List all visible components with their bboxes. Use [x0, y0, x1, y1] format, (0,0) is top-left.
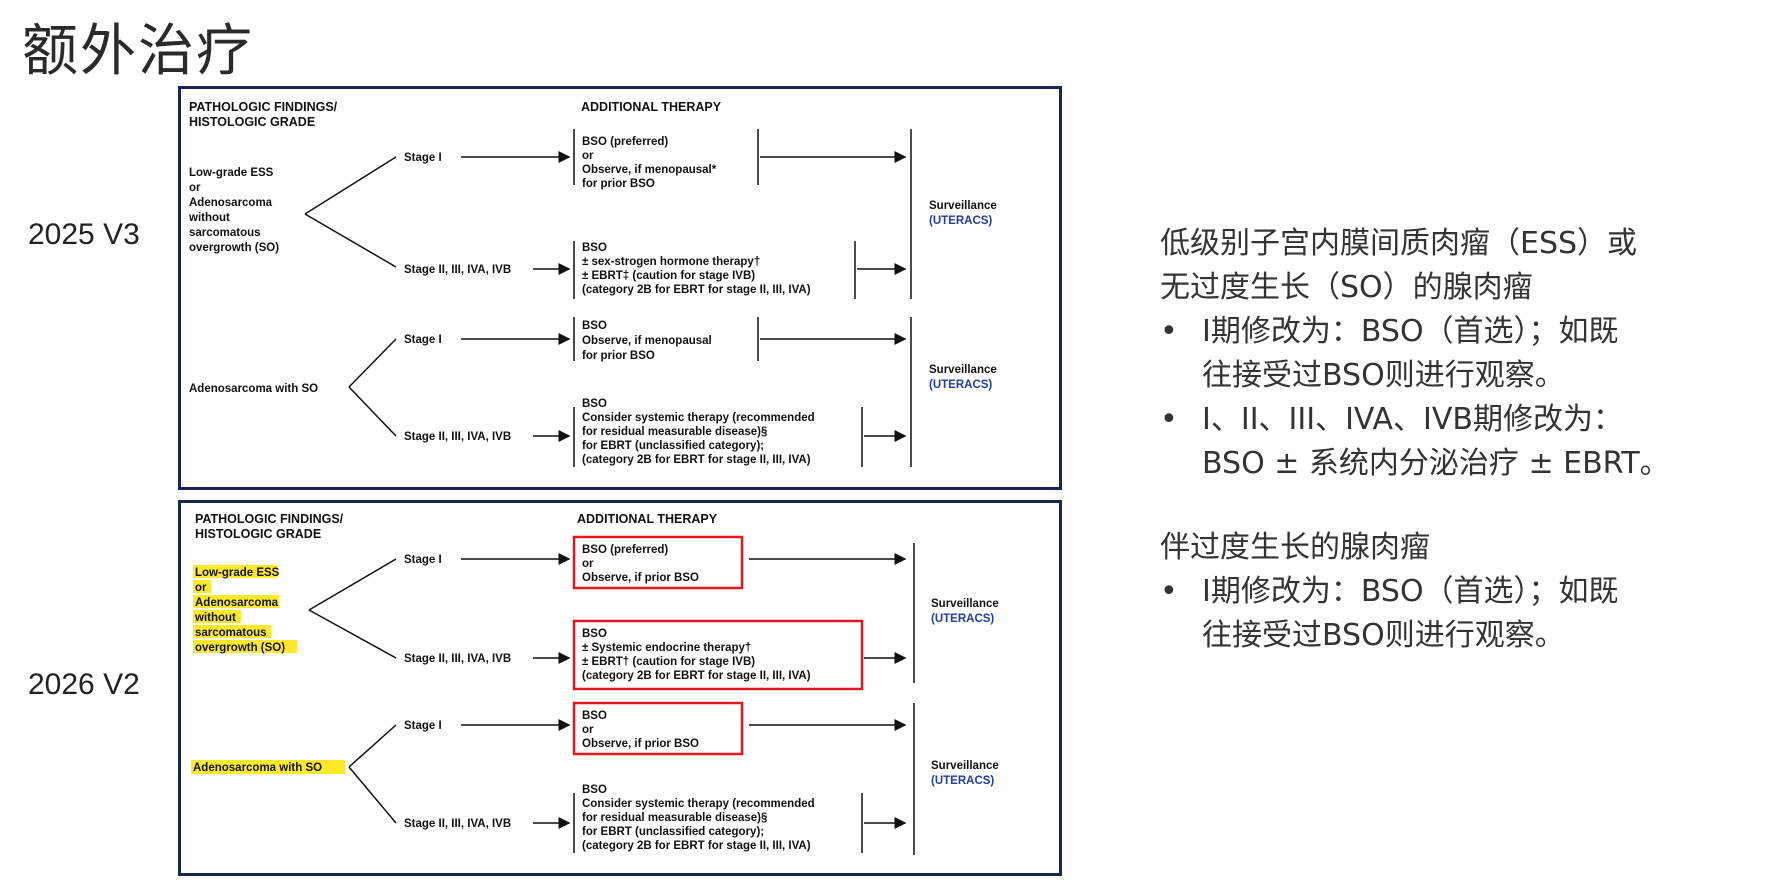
note-list-2: • I期修改为：BSO（首选）；如既 往接受过BSO则进行观察。 [1160, 570, 1760, 658]
svg-text:(category 2B for EBRT for stag: (category 2B for EBRT for stage II, III,… [582, 840, 811, 852]
svg-text:Adenosarcoma: Adenosarcoma [195, 597, 279, 609]
svg-text:BSO (preferred): BSO (preferred) [582, 136, 668, 148]
g1-stage2-therapy-2026: BSO ± Systemic endocrine therapy† ± EBRT… [582, 628, 811, 682]
g1-stage1-therapy-2026: BSO (preferred) or Observe, if prior BSO [582, 544, 699, 584]
svg-text:or: or [582, 724, 594, 736]
g2-stage2-therapy-2026: BSO Consider systemic therapy (recommend… [582, 784, 815, 852]
header-histologic: HISTOLOGIC GRADE [189, 115, 315, 129]
g2-stage1-therapy: BSO Observe, if menopausal for prior BSO [582, 320, 712, 362]
svg-text:Consider systemic therapy (rec: Consider systemic therapy (recommended [582, 412, 815, 424]
svg-text:± sex-strogen hormone therapy†: ± sex-strogen hormone therapy† [582, 256, 760, 268]
svg-text:± EBRT‡ (caution for stage IVB: ± EBRT‡ (caution for stage IVB) [582, 270, 755, 282]
svg-text:for EBRT (unclassified categor: for EBRT (unclassified category); [582, 440, 764, 452]
svg-text:± EBRT† (caution for stage IVB: ± EBRT† (caution for stage IVB) [582, 656, 755, 668]
svg-text:Observe, if prior BSO: Observe, if prior BSO [582, 738, 699, 750]
svg-text:sarcomatous: sarcomatous [189, 227, 261, 239]
svg-text:sarcomatous: sarcomatous [195, 627, 267, 639]
list-item: • I、II、III、IVA、IVB期修改为： BSO ± 系统内分泌治疗 ± … [1160, 398, 1760, 486]
svg-text:(category 2B for EBRT for stag: (category 2B for EBRT for stage II, III,… [582, 454, 811, 466]
svg-text:Observe, if menopausal*: Observe, if menopausal* [582, 164, 717, 176]
g1-stage1-label-2026: Stage I [404, 554, 442, 566]
svg-text:for residual measurable diseas: for residual measurable disease)§ [582, 426, 767, 438]
note-list-1: • I期修改为：BSO（首选）；如既 往接受过BSO则进行观察。 • I、II、… [1160, 310, 1760, 486]
header-histologic-2026: HISTOLOGIC GRADE [195, 527, 321, 541]
svg-text:overgrowth (SO): overgrowth (SO) [195, 642, 285, 654]
flowchart-panel-2025: PATHOLOGIC FINDINGS/ HISTOLOGIC GRADE AD… [178, 86, 1062, 490]
svg-text:without: without [194, 612, 236, 624]
svg-text:(category 2B for EBRT for stag: (category 2B for EBRT for stage II, III,… [582, 284, 811, 296]
svg-text:BSO: BSO [582, 784, 607, 796]
svg-text:for prior BSO: for prior BSO [582, 178, 655, 190]
bullet-icon: • [1160, 314, 1178, 349]
g1-stage2-therapy: BSO ± sex-strogen hormone therapy† ± EBR… [582, 242, 811, 296]
bullet-icon: • [1160, 574, 1178, 609]
g1-stage1-therapy: BSO (preferred) or Observe, if menopausa… [582, 136, 717, 190]
g2-surveillance-link-2026[interactable]: (UTERACS) [931, 775, 994, 787]
svg-text:BSO (preferred): BSO (preferred) [582, 544, 668, 556]
g1-stage2-label: Stage II, III, IVA, IVB [404, 264, 511, 276]
g1-stage2-label-2026: Stage II, III, IVA, IVB [404, 653, 511, 665]
g2-surveillance: Surveillance [929, 364, 997, 376]
svg-text:Low-grade ESS: Low-grade ESS [189, 167, 274, 179]
flowchart-panel-2026: PATHOLOGIC FINDINGS/ HISTOLOGIC GRADE AD… [178, 500, 1062, 876]
g1-surveillance-2026: Surveillance [931, 598, 999, 610]
g2-stage2-therapy: BSO Consider systemic therapy (recommend… [582, 398, 815, 466]
svg-text:BSO: BSO [582, 242, 607, 254]
svg-text:Low-grade ESS: Low-grade ESS [195, 567, 280, 579]
header-additional-therapy-2026: ADDITIONAL THERAPY [577, 512, 718, 526]
svg-text:for EBRT (unclassified categor: for EBRT (unclassified category); [582, 826, 764, 838]
svg-text:± Systemic endocrine therapy†: ± Systemic endocrine therapy† [582, 642, 751, 654]
svg-text:or: or [189, 182, 201, 194]
version-label-2026: 2026 V2 [28, 668, 140, 701]
g1-surveillance-link[interactable]: (UTERACS) [929, 215, 992, 227]
g2-stage1-label: Stage I [404, 334, 442, 346]
version-label-2025: 2025 V3 [28, 218, 140, 251]
list-item: • I期修改为：BSO（首选）；如既 往接受过BSO则进行观察。 [1160, 570, 1760, 658]
svg-text:BSO: BSO [582, 398, 607, 410]
group2-branch-lines [348, 338, 397, 437]
svg-text:Consider systemic therapy (rec: Consider systemic therapy (recommended [582, 798, 815, 810]
changed-highlight-box [572, 535, 744, 590]
svg-text:for prior BSO: for prior BSO [582, 350, 655, 362]
svg-text:or: or [582, 558, 594, 570]
svg-text:Observe, if prior BSO: Observe, if prior BSO [582, 572, 699, 584]
note-heading-2: 伴过度生长的腺肉瘤 [1160, 530, 1430, 565]
change-notes: 低级别子宫内膜间质肉瘤（ESS）或 无过度生长（SO）的腺肉瘤 • I期修改为：… [1160, 222, 1760, 658]
g1-stage1-label: Stage I [404, 152, 442, 164]
g1-surveillance-link-2026[interactable]: (UTERACS) [931, 613, 994, 625]
g2-stage2-label: Stage II, III, IVA, IVB [404, 431, 511, 443]
group2-label: Adenosarcoma with SO [189, 383, 318, 395]
flowchart-2026: PATHOLOGIC FINDINGS/ HISTOLOGIC GRADE AD… [191, 512, 999, 855]
flowchart-2025: PATHOLOGIC FINDINGS/ HISTOLOGIC GRADE AD… [188, 100, 997, 467]
note-heading-1: 低级别子宫内膜间质肉瘤（ESS）或 无过度生长（SO）的腺肉瘤 [1160, 226, 1638, 305]
svg-text:or: or [582, 150, 594, 162]
svg-text:Adenosarcoma: Adenosarcoma [189, 197, 273, 209]
page-title: 额外治疗 [22, 19, 254, 84]
svg-text:or: or [195, 582, 207, 594]
highlight-bar [193, 565, 277, 578]
svg-text:for residual measurable diseas: for residual measurable disease)§ [582, 812, 767, 824]
group1-label-2026: Low-grade ESS or Adenosarcoma without sa… [194, 567, 285, 654]
g2-stage1-label-2026: Stage I [404, 720, 442, 732]
group1-branch-lines [304, 156, 397, 268]
svg-text:BSO: BSO [582, 628, 607, 640]
svg-text:without: without [188, 212, 230, 224]
svg-text:Observe, if menopausal: Observe, if menopausal [582, 335, 712, 347]
group2-label-2026: Adenosarcoma with SO [193, 762, 322, 774]
svg-text:(category 2B for EBRT for stag: (category 2B for EBRT for stage II, III,… [582, 670, 811, 682]
header-pathologic-2026: PATHOLOGIC FINDINGS/ [195, 512, 344, 526]
g1-surveillance: Surveillance [929, 200, 997, 212]
group1-label: Low-grade ESS or Adenosarcoma without sa… [188, 167, 279, 254]
header-pathologic: PATHOLOGIC FINDINGS/ [189, 100, 338, 114]
svg-text:BSO: BSO [582, 320, 607, 332]
bullet-icon: • [1160, 402, 1178, 437]
header-additional-therapy: ADDITIONAL THERAPY [581, 100, 722, 114]
list-item: • I期修改为：BSO（首选）；如既 往接受过BSO则进行观察。 [1160, 310, 1760, 398]
g2-surveillance-link[interactable]: (UTERACS) [929, 379, 992, 391]
g2-stage2-label-2026: Stage II, III, IVA, IVB [404, 818, 511, 830]
g2-stage1-therapy-2026: BSO or Observe, if prior BSO [582, 710, 699, 750]
svg-text:BSO: BSO [582, 710, 607, 722]
svg-text:overgrowth (SO): overgrowth (SO) [189, 242, 279, 254]
g2-surveillance-2026: Surveillance [931, 760, 999, 772]
